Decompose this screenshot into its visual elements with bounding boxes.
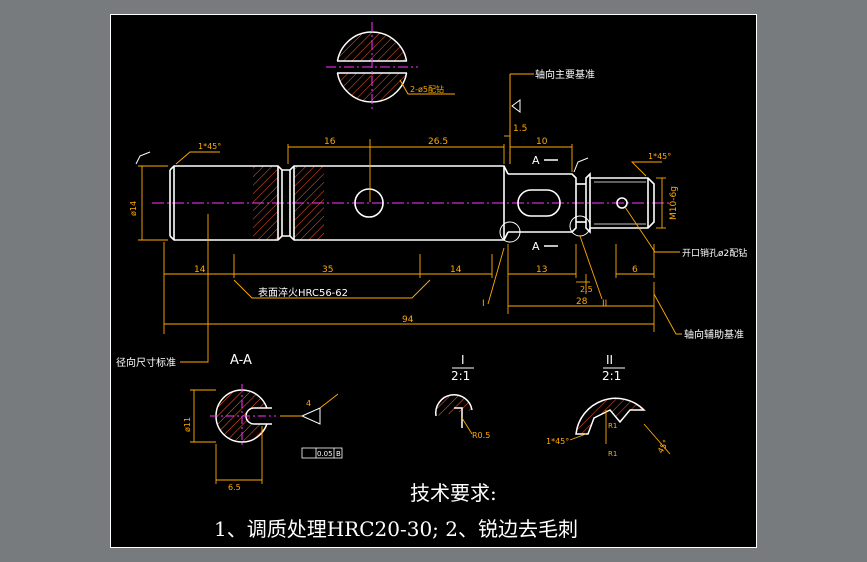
detail-i-label: I (482, 299, 485, 309)
dim-13: 13 (536, 265, 547, 275)
dim-thread: M10-6g (669, 186, 679, 220)
cross-hole-section: 2-ø5配钻 (326, 22, 455, 112)
dim-16: 16 (324, 137, 336, 147)
shaft-outline (169, 165, 655, 241)
detail-ii-num: II (606, 353, 613, 367)
split-pin-note: 开口销孔ø2配钻 (682, 247, 747, 259)
detail-i-radius: R0.5 (472, 431, 490, 440)
roughness-symbols (135, 151, 589, 173)
dim-dia-main: ø14 (129, 201, 138, 216)
symmetry-frame (301, 447, 343, 459)
radial-datum-note: 径向尺寸标准 (116, 356, 176, 369)
detail-i-circle (499, 221, 521, 243)
requirements-title: 技术要求: (410, 481, 497, 505)
axial-aux-note: 轴向辅助基准 (684, 328, 744, 341)
dim-14-left: 14 (194, 265, 206, 275)
axial-main-note: 轴向主要基准 (535, 68, 595, 81)
drawing-frame (110, 14, 757, 548)
dim-dia-section: ø11 (183, 417, 192, 432)
chamfer-left: 1*45° (198, 142, 221, 151)
detail-i-scale: 2:1 (451, 369, 470, 383)
dim-28: 28 (576, 297, 588, 307)
section-title: A-A (230, 353, 252, 368)
section-a-a: ø11 6.5 4 0.05 B (183, 384, 343, 492)
drawing-sheet: 2-ø5配钻 轴向主要基准 (110, 14, 757, 548)
dim-94: 94 (402, 315, 414, 325)
symmetry-datum: B (336, 450, 341, 458)
keyway-width: 4 (306, 399, 311, 408)
detail-i-num: I (461, 353, 465, 367)
dim-26-5: 26.5 (428, 137, 448, 147)
detail-ii: II 2:1 1*45° R1 R1 45° (546, 353, 671, 458)
hatch-zone-right (294, 166, 324, 240)
dim-2-5: 2.5 (580, 285, 593, 294)
dim-10: 10 (536, 137, 548, 147)
dim-6: 6 (632, 265, 638, 275)
dim-1-5: 1.5 (513, 124, 527, 134)
detail-ii-chamfer: 1*45° (546, 437, 569, 446)
hardening-note: 表面淬火HRC56-62 (258, 286, 348, 299)
detail-ii-r1-b: R1 (608, 450, 617, 458)
dimension-lines (138, 134, 682, 363)
requirements-line: 1、调质处理HRC20-30; 2、锐边去毛刺 (214, 517, 578, 541)
detail-ii-label: II (602, 299, 607, 309)
detail-i: I 2:1 R0.5 (435, 353, 490, 440)
detail-ii-scale: 2:1 (602, 369, 621, 383)
dim-6-5: 6.5 (228, 483, 241, 492)
section-mark-bottom: A (532, 240, 540, 253)
dim-35: 35 (322, 265, 333, 275)
symmetry-tol: 0.05 (317, 450, 333, 458)
hatch-zone-left (253, 166, 278, 240)
section-marks: A A (532, 154, 558, 253)
section-mark-top: A (532, 154, 540, 167)
dim-14-right: 14 (450, 265, 462, 275)
detail-ii-r1-a: R1 (608, 422, 617, 430)
detail-ii-circle (569, 215, 591, 237)
chamfer-right: 1*45° (648, 152, 671, 161)
shaft-drawing: 2-ø5配钻 轴向主要基准 (110, 14, 757, 548)
dimension-text: 16 26.5 1.5 10 14 35 14 13 6 2.5 28 94 1… (129, 124, 679, 325)
axial-main-datum: 轴向主要基准 (509, 68, 595, 164)
cross-hole-note: 2-ø5配钻 (410, 84, 444, 94)
